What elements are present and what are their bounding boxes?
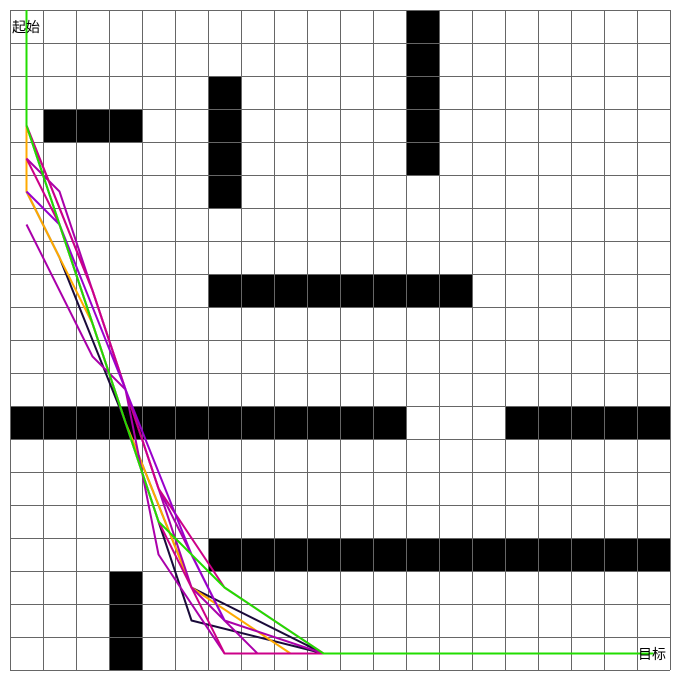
obstacle-cell <box>208 538 241 571</box>
goal-label: 目标 <box>638 647 666 663</box>
obstacle-cell <box>406 274 439 307</box>
obstacle-cell <box>307 406 340 439</box>
obstacle-cell <box>406 538 439 571</box>
path-line <box>25 190 226 621</box>
obstacle-cell <box>538 538 571 571</box>
obstacle-cell <box>307 274 340 307</box>
obstacle-cell <box>538 406 571 439</box>
obstacle-cell <box>439 274 472 307</box>
obstacle-layer <box>10 10 670 670</box>
obstacle-cell <box>142 406 175 439</box>
obstacle-cell <box>571 406 604 439</box>
obstacle-cell <box>340 538 373 571</box>
obstacle-cell <box>109 109 142 142</box>
obstacle-cell <box>10 406 43 439</box>
obstacle-cell <box>373 274 406 307</box>
obstacle-cell <box>637 406 670 439</box>
obstacle-cell <box>406 76 439 109</box>
obstacle-cell <box>208 406 241 439</box>
obstacle-cell <box>406 109 439 142</box>
obstacle-cell <box>109 604 142 637</box>
obstacle-cell <box>406 142 439 175</box>
obstacle-cell <box>208 175 241 208</box>
obstacle-cell <box>208 274 241 307</box>
obstacle-cell <box>274 406 307 439</box>
obstacle-cell <box>109 571 142 604</box>
obstacle-cell <box>439 538 472 571</box>
obstacle-cell <box>340 406 373 439</box>
obstacle-cell <box>505 538 538 571</box>
obstacle-cell <box>241 274 274 307</box>
obstacle-cell <box>208 109 241 142</box>
obstacle-cell <box>208 142 241 175</box>
obstacle-cell <box>241 406 274 439</box>
obstacle-cell <box>472 538 505 571</box>
obstacle-cell <box>637 538 670 571</box>
obstacle-cell <box>340 274 373 307</box>
obstacle-cell <box>307 538 340 571</box>
obstacle-cell <box>604 406 637 439</box>
obstacle-cell <box>571 538 604 571</box>
obstacle-cell <box>109 637 142 670</box>
obstacle-cell <box>373 538 406 571</box>
start-label: 起始 <box>12 20 40 36</box>
obstacle-cell <box>373 406 406 439</box>
obstacle-cell <box>241 538 274 571</box>
obstacle-cell <box>406 10 439 43</box>
path-layer <box>25 10 654 655</box>
obstacle-cell <box>43 109 76 142</box>
obstacle-cell <box>208 76 241 109</box>
obstacle-cell <box>406 43 439 76</box>
obstacle-cell <box>76 406 109 439</box>
gridline-layer <box>10 10 671 671</box>
obstacle-cell <box>274 274 307 307</box>
obstacle-cell <box>43 406 76 439</box>
obstacle-cell <box>604 538 637 571</box>
obstacle-cell <box>175 406 208 439</box>
path-line <box>25 10 654 655</box>
obstacle-cell <box>274 538 307 571</box>
obstacle-cell <box>76 109 109 142</box>
obstacle-cell <box>505 406 538 439</box>
